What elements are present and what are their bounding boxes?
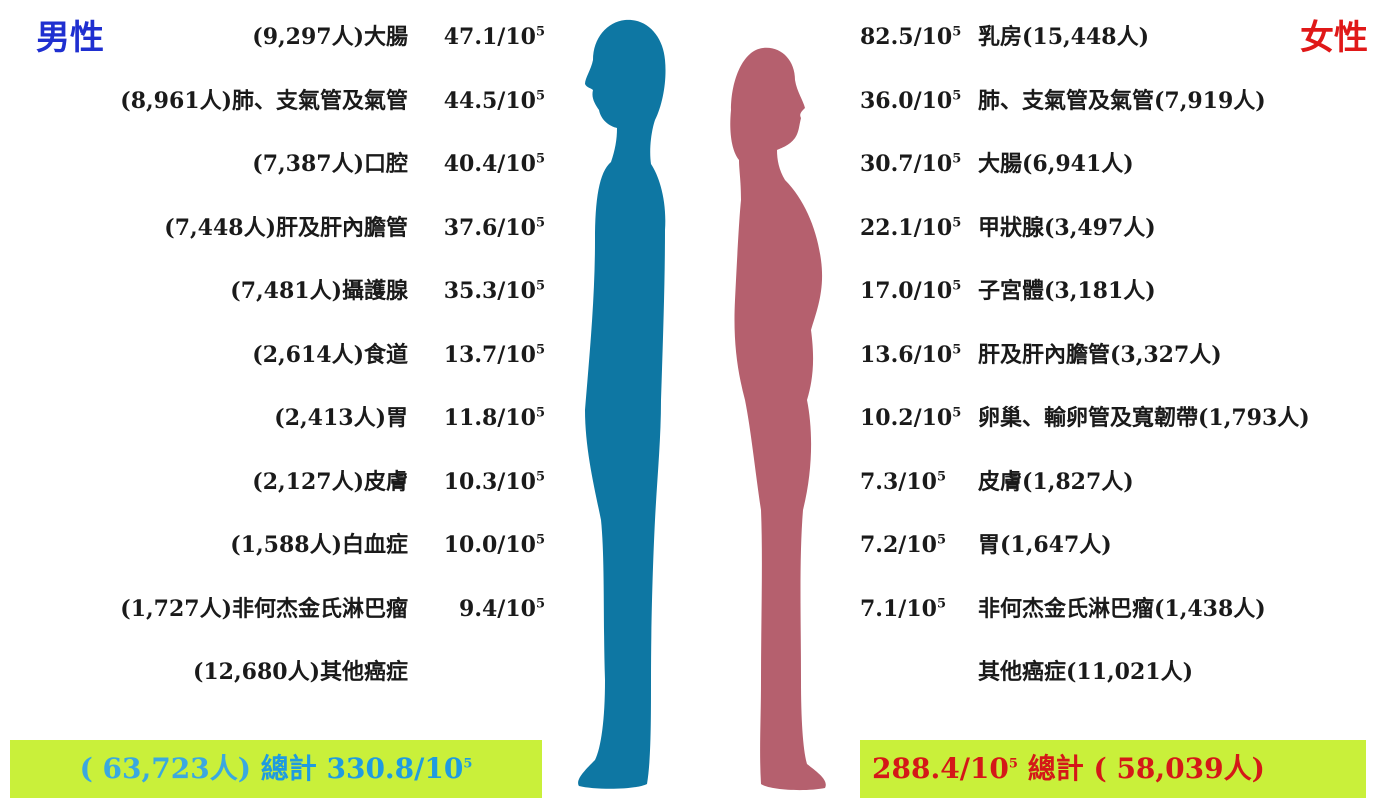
female-cancer-label: 乳房(15,448人) [978, 24, 1150, 50]
female-cancer-row: 大腸(6,941人) 30.7/105 [0, 139, 1376, 189]
male-total-bar: ( 63,723人) 總計 330.8/105 [10, 740, 542, 798]
male-cancer-label: (9,297人)大腸 [252, 24, 408, 50]
male-incidence-rate: 47.1/105 [443, 24, 545, 50]
female-cancer-label: 胃(1,647人) [978, 532, 1112, 558]
male-incidence-rate: 44.5/105 [443, 87, 545, 114]
male-cancer-row: (7,481人)攝護腺 35.3/105 [0, 266, 1376, 316]
female-total-rate: 288.4/105 [872, 752, 1018, 785]
female-cancer-row: 乳房(15,448人) 82.5/105 [0, 12, 1376, 62]
female-incidence-rate: 82.5/105 [860, 24, 962, 50]
male-cancer-row: (12,680人)其他癌症 [0, 647, 1376, 697]
female-cancer-row: 子宮體(3,181人) 17.0/105 [0, 266, 1376, 316]
female-total-count: ( 58,039人) [1093, 752, 1265, 785]
female-cancer-label: 大腸(6,941人) [978, 151, 1134, 177]
female-cancer-label: 卵巢、輸卵管及寬韌帶(1,793人) [978, 405, 1310, 431]
male-cancer-row: (1,588人)白血症 10.0/105 [0, 520, 1376, 570]
male-cancer-row: (1,727人)非何杰金氏淋巴瘤 9.4/105 [0, 584, 1376, 634]
male-incidence-rate: 37.6/105 [443, 214, 545, 241]
female-silhouette [730, 47, 826, 791]
male-cancer-row: (2,127人)皮膚 10.3/105 [0, 457, 1376, 507]
female-cancer-label: 肝及肝內膽管(3,327人) [978, 341, 1222, 368]
male-incidence-rate: 11.8/105 [443, 405, 545, 431]
female-cancer-label: 其他癌症(11,021人) [978, 659, 1194, 685]
male-total-label: 總計 [260, 752, 317, 785]
male-incidence-rate: 40.4/105 [443, 151, 545, 177]
female-incidence-rate: 7.3/105 [860, 468, 946, 495]
male-cancer-label: (7,448人)肝及肝內膽管 [164, 214, 408, 241]
female-total-bar: 288.4/105 總計 ( 58,039人) [860, 740, 1366, 798]
male-cancer-row: (8,961人)肺、支氣管及氣管 44.5/105 [0, 76, 1376, 126]
male-heading: 男性 [36, 18, 104, 58]
female-heading: 女性 [1300, 18, 1368, 58]
male-cancer-row: (2,413人)胃 11.8/105 [0, 393, 1376, 443]
male-cancer-label: (12,680人)其他癌症 [192, 659, 408, 685]
female-cancer-label: 肺、支氣管及氣管(7,919人) [978, 87, 1266, 114]
male-incidence-rate: 10.3/105 [443, 468, 545, 495]
female-cancer-label: 皮膚(1,827人) [978, 468, 1134, 495]
female-incidence-rate: 17.0/105 [860, 278, 962, 304]
female-incidence-rate: 13.6/105 [860, 341, 962, 368]
male-cancer-row: (7,448人)肝及肝內膽管 37.6/105 [0, 203, 1376, 253]
male-cancer-label: (1,727人)非何杰金氏淋巴瘤 [120, 595, 408, 622]
male-cancer-row: (2,614人)食道 13.7/105 [0, 330, 1376, 380]
female-cancer-label: 非何杰金氏淋巴瘤(1,438人) [978, 595, 1266, 622]
male-cancer-label: (8,961人)肺、支氣管及氣管 [120, 87, 408, 114]
male-cancer-row: (9,297人)大腸 47.1/105 [0, 12, 1376, 62]
female-cancer-row: 甲狀腺(3,497人) 22.1/105 [0, 203, 1376, 253]
female-cancer-row: 卵巢、輸卵管及寬韌帶(1,793人) 10.2/105 [0, 393, 1376, 443]
male-incidence-rate: 9.4/105 [459, 595, 545, 622]
female-incidence-rate: 7.1/105 [860, 595, 946, 622]
female-cancer-row: 皮膚(1,827人) 7.3/105 [0, 457, 1376, 507]
female-incidence-rate: 10.2/105 [860, 405, 962, 431]
male-incidence-rate: 35.3/105 [443, 278, 545, 304]
male-total-rate: 330.8/105 [326, 752, 473, 785]
body-silhouettes [578, 19, 826, 791]
female-cancer-label: 子宮體(3,181人) [978, 278, 1156, 304]
female-cancer-row: 非何杰金氏淋巴瘤(1,438人) 7.1/105 [0, 584, 1376, 634]
male-cancer-label: (1,588人)白血症 [230, 532, 408, 558]
female-cancer-label: 甲狀腺(3,497人) [978, 214, 1156, 241]
male-total-count: ( 63,723人) [79, 752, 251, 785]
female-cancer-row: 其他癌症(11,021人) [0, 647, 1376, 697]
male-incidence-rate: 10.0/105 [443, 532, 545, 558]
male-cancer-row: (7,387人)口腔 40.4/105 [0, 139, 1376, 189]
male-cancer-label: (2,413人)胃 [274, 405, 408, 431]
male-silhouette [578, 19, 666, 789]
male-incidence-rate: 13.7/105 [443, 341, 545, 368]
female-incidence-rate: 30.7/105 [860, 151, 962, 177]
female-total-label: 總計 [1027, 752, 1084, 785]
female-cancer-row: 肺、支氣管及氣管(7,919人) 36.0/105 [0, 76, 1376, 126]
male-cancer-label: (7,481人)攝護腺 [230, 278, 408, 304]
female-incidence-rate: 7.2/105 [860, 532, 946, 558]
female-incidence-rate: 22.1/105 [860, 214, 962, 241]
male-cancer-label: (2,614人)食道 [252, 341, 408, 368]
male-cancer-label: (7,387人)口腔 [252, 151, 408, 177]
male-cancer-label: (2,127人)皮膚 [252, 468, 408, 495]
female-incidence-rate: 36.0/105 [860, 87, 962, 114]
female-cancer-row: 胃(1,647人) 7.2/105 [0, 520, 1376, 570]
female-cancer-row: 肝及肝內膽管(3,327人) 13.6/105 [0, 330, 1376, 380]
